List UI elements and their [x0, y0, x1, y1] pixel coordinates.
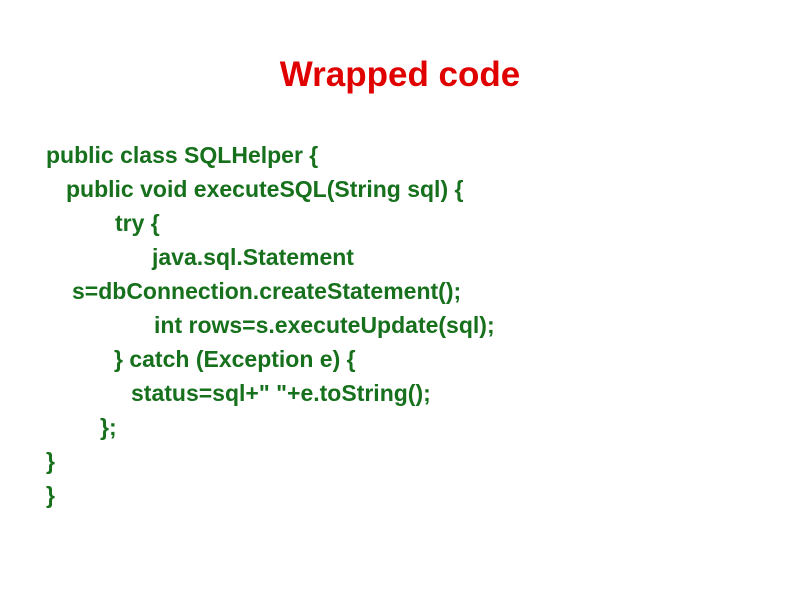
code-line: s=dbConnection.createStatement(); [72, 278, 462, 304]
slide-title: Wrapped code [279, 55, 521, 94]
code-line: } [46, 448, 55, 474]
code-line: status=sql+" "+e.toString(); [131, 380, 431, 406]
code-line: } catch (Exception e) { [114, 346, 356, 372]
code-line: public void executeSQL(String sql) { [66, 176, 464, 202]
code-block: public class SQLHelper { public void exec… [0, 138, 800, 512]
code-line: try { [115, 210, 160, 236]
code-line: }; [100, 414, 117, 440]
code-line: } [46, 482, 55, 508]
code-line: int rows=s.executeUpdate(sql); [154, 312, 495, 338]
code-line: public class SQLHelper { [46, 142, 319, 168]
code-line: java.sql.Statement [152, 244, 354, 270]
